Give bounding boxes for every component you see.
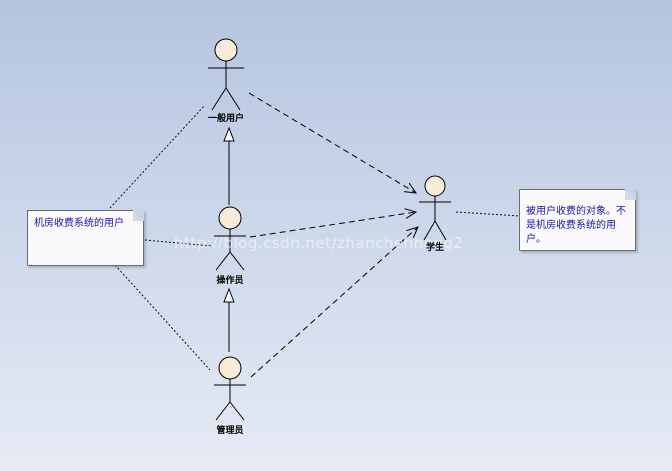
generalization-arrowhead-lower xyxy=(223,287,235,303)
dependency-general-user-to-student xyxy=(248,92,416,193)
note-system-users-text: 机房收费系统的用户 xyxy=(34,218,124,229)
actor-student[interactable] xyxy=(419,175,451,241)
actor-label-admin: 管理员 xyxy=(216,426,244,436)
note-connector-left-to-operator xyxy=(144,239,213,247)
actor-label-operator: 操作员 xyxy=(216,276,244,286)
note-connector-left-to-admin xyxy=(114,264,211,371)
note-system-users[interactable]: 机房收费系统的用户 xyxy=(27,210,144,266)
actor-general-user[interactable] xyxy=(208,38,244,111)
generalization-arrowhead-upper xyxy=(223,126,235,142)
note-student-description-text: 被用户收费的对象。不 是机房收费系统的用 户。 xyxy=(526,206,626,245)
note-connector-left-to-general-user xyxy=(109,104,206,209)
actor-operator[interactable] xyxy=(214,206,246,271)
note-fold-corner xyxy=(625,189,636,200)
note-student-description[interactable]: 被用户收费的对象。不 是机房收费系统的用 户。 xyxy=(519,189,636,251)
dependency-operator-to-student xyxy=(249,212,416,238)
dependency-admin-to-student xyxy=(250,227,418,378)
note-fold-corner xyxy=(133,210,144,221)
actor-admin[interactable] xyxy=(214,356,246,421)
note-connector-student-to-right-note xyxy=(455,211,520,217)
actor-label-student: 学生 xyxy=(425,243,444,253)
actor-label-general-user: 一般用户 xyxy=(207,114,244,124)
